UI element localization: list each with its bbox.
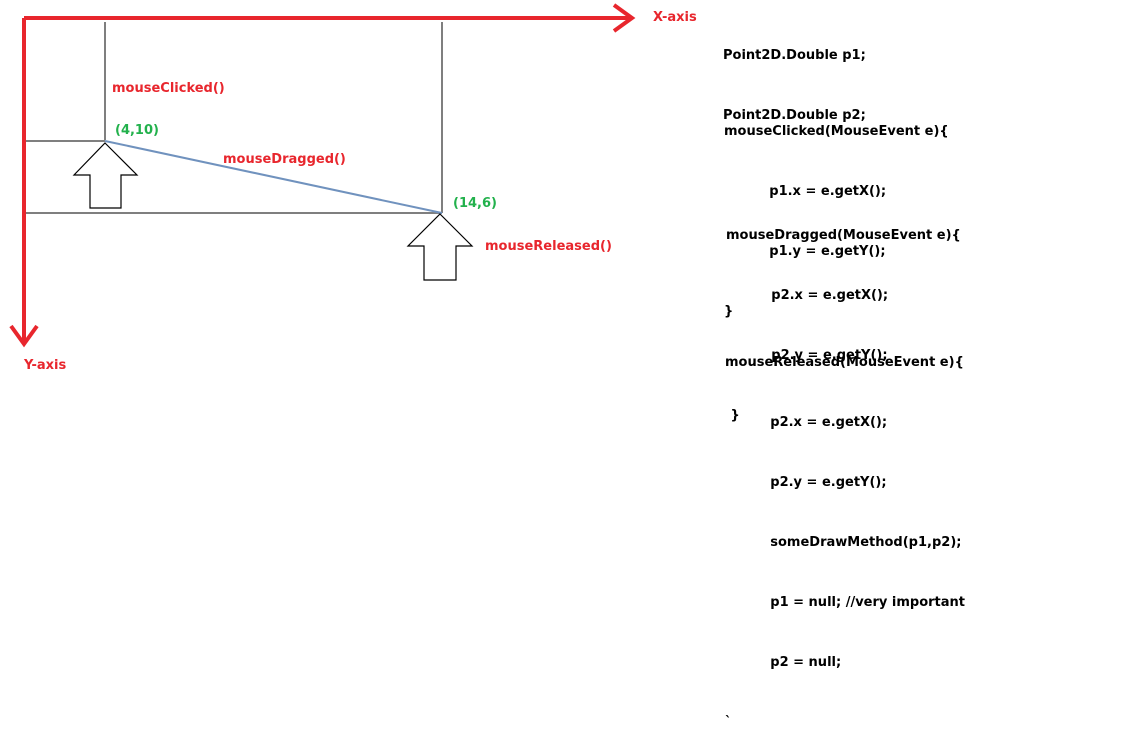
code-line: p1 = null; //very important <box>725 595 966 610</box>
code-line: Point2D.Double p1; <box>723 48 866 63</box>
mouse-released-label: mouseReleased() <box>485 239 612 254</box>
code-line: p1.y = e.getY(); <box>724 244 886 259</box>
x-axis-arrowhead <box>612 3 636 33</box>
y-axis-arrowhead <box>9 324 39 348</box>
code-line: } <box>724 304 734 319</box>
code-line: } <box>726 408 740 423</box>
code-line: p2 = null; <box>725 655 842 670</box>
code-line: someDrawMethod(p1,p2); <box>725 535 962 550</box>
diagram-canvas: X-axis Y-axis mouseClicked() mouseDragge… <box>9 3 697 373</box>
code-mouse-dragged-block: mouseDragged(MouseEvent e){ p2.x = e.get… <box>726 186 961 446</box>
x-axis-label: X-axis <box>653 10 697 25</box>
code-mouse-released-block: mouseReleased(MouseEvent e){ p2.x = e.ge… <box>725 313 965 753</box>
mouse-cursor-arrow-end <box>406 213 474 281</box>
code-line: p1.x = e.getX(); <box>724 184 887 199</box>
code-line: p2.x = e.getX(); <box>725 415 888 430</box>
code-line: p2.y = e.getY(); <box>726 348 888 363</box>
code-declarations: Point2D.Double p1; Point2D.Double p2; <box>723 6 866 146</box>
mouse-clicked-label: mouseClicked() <box>112 81 225 96</box>
code-line: mouseClicked(MouseEvent e){ <box>724 124 949 139</box>
mouse-cursor-arrow-start <box>72 142 139 209</box>
code-line: mouseDragged(MouseEvent e){ <box>726 228 961 243</box>
start-point-label: (4,10) <box>115 123 159 138</box>
code-line: Point2D.Double p2; <box>723 108 866 123</box>
y-axis-label: Y-axis <box>23 358 67 373</box>
code-line: p2.x = e.getX(); <box>726 288 889 303</box>
code-line: ` <box>725 715 732 730</box>
code-mouse-clicked-block: mouseClicked(MouseEvent e){ p1.x = e.get… <box>724 82 949 342</box>
mouse-dragged-label: mouseDragged() <box>223 152 346 167</box>
end-point-label: (14,6) <box>453 196 497 211</box>
drag-line <box>104 140 443 214</box>
code-line: mouseReleased(MouseEvent e){ <box>725 355 964 370</box>
code-line: p2.y = e.getY(); <box>725 475 887 490</box>
